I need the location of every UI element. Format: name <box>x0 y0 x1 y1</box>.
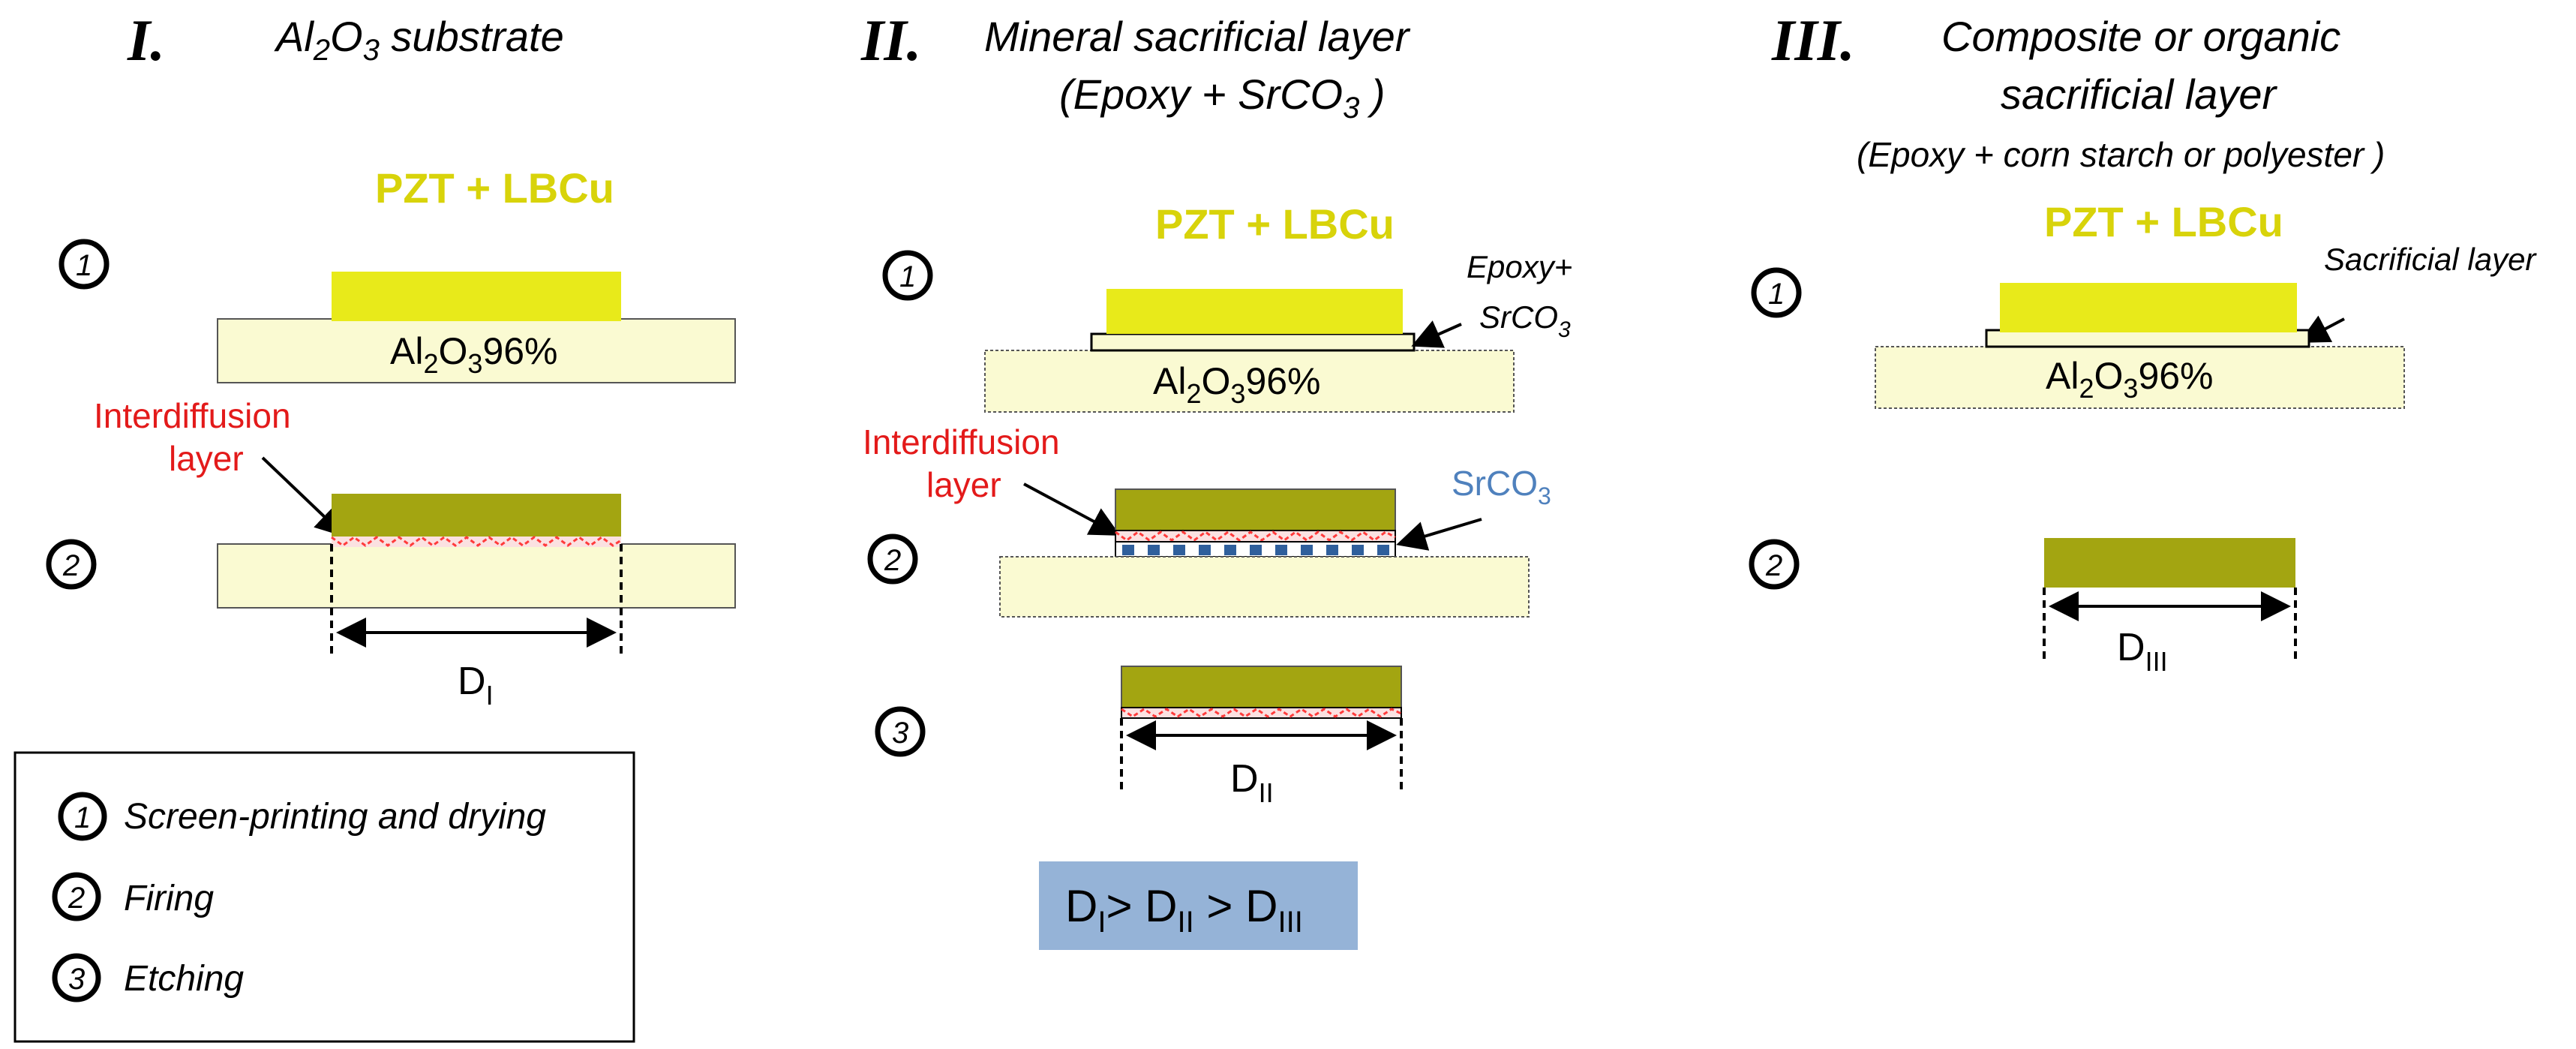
legend-step-1: 1 Screen-printing and drying <box>58 792 546 841</box>
step-3-marker-c2: 3 <box>875 706 926 757</box>
svg-text:Etching: Etching <box>124 959 244 999</box>
column-1-substrate-1 <box>217 318 736 383</box>
column-1-pzt-fired <box>332 494 621 537</box>
column-2-epoxy-label-2: SrCO3 <box>1479 299 1571 342</box>
step-1-marker-c1: 1 <box>59 239 110 290</box>
column-2-srco3-arrow <box>1396 518 1482 551</box>
step-2-marker-c2: 2 <box>867 534 918 585</box>
column-3-sacrificial-layer-1 <box>1985 329 2310 348</box>
svg-text:1: 1 <box>899 260 916 293</box>
column-2-title-line-2: (Epoxy + SrCO3 ) <box>1059 71 1386 125</box>
column-1-pzt-dried <box>332 272 621 321</box>
legend-step-2: 2 Firing <box>52 872 214 921</box>
column-1-interdiffusion-label-2: layer <box>169 439 244 478</box>
svg-text:1: 1 <box>1768 278 1785 311</box>
column-3-pzt-label: PZT + LBCu <box>2044 198 2283 245</box>
column-2-title-line-1: Mineral sacrificial layer <box>984 13 1411 60</box>
column-3-dimension-label: DIII <box>2117 626 2168 677</box>
column-2-pzt-fired <box>1115 488 1396 531</box>
svg-text:2: 2 <box>1765 549 1782 582</box>
column-1-interdiffusion-arrow <box>261 456 346 537</box>
svg-text:3: 3 <box>892 717 908 750</box>
column-2-sacrificial-layer-1 <box>1090 332 1416 352</box>
column-3-substrate-label-1: Al2O396% <box>2046 355 2214 404</box>
column-2-dimension-label: DII <box>1230 757 1274 808</box>
step-2-marker-c1: 2 <box>46 539 97 590</box>
svg-text:Firing: Firing <box>124 879 214 918</box>
svg-text:2: 2 <box>884 544 901 577</box>
column-3-pzt-dried <box>2000 283 2297 332</box>
column-1-dimension-label: DI <box>458 660 494 711</box>
column-2-interdiffusion-label-2: layer <box>926 465 1001 504</box>
column-2-substrate-label-1: Al2O396% <box>1153 360 1321 409</box>
column-1-substrate-2 <box>217 543 736 609</box>
column-3-title-line-2: sacrificial layer <box>2001 71 2278 118</box>
column-3-substrate-1 <box>1875 346 2405 409</box>
column-1-substrate-label-1: Al2O396% <box>390 330 558 379</box>
column-2-roman: II. <box>860 8 921 73</box>
column-1-interdiffusion-label-1: Interdiffusion <box>94 396 291 435</box>
ratio-box <box>1039 861 1358 950</box>
column-2-epoxy-label-1: Epoxy+ <box>1467 249 1572 284</box>
column-2-srco3-particles <box>1122 545 1389 555</box>
step-1-marker-c3: 1 <box>1751 267 1802 318</box>
column-2-interdiffusion-arrow <box>1023 482 1121 536</box>
column-3-title-line-1: Composite or organic <box>1941 13 2340 60</box>
legend-box <box>14 751 635 1043</box>
column-1-title: Al2O3 substrate <box>274 13 564 67</box>
column-3-sacrificial-label: Sacrificial layer <box>2324 242 2537 277</box>
column-2-interdiffusion-zigzag-3 <box>1121 708 1402 718</box>
column-2-pzt-dried <box>1106 289 1403 334</box>
column-3-subtitle: (Epoxy + corn starch or polyester ) <box>1857 135 2385 174</box>
column-2-interdiffusion-zigzag <box>1115 531 1396 542</box>
svg-text:Screen-printing and drying: Screen-printing and drying <box>124 797 546 837</box>
svg-text:3: 3 <box>68 963 85 996</box>
column-3-pzt-fired <box>2044 538 2295 588</box>
column-2-substrate-2 <box>999 556 1530 618</box>
column-2-pzt-label: PZT + LBCu <box>1155 200 1395 248</box>
legend-step-3: 3 Etching <box>52 953 244 1002</box>
column-1-interdiffusion-zigzag <box>331 536 622 547</box>
ratio-text: DI> DII > DIII <box>1065 881 1303 939</box>
step-1-marker-c2: 1 <box>882 250 933 301</box>
svg-text:2: 2 <box>62 549 80 582</box>
step-2-marker-c3: 2 <box>1749 539 1800 590</box>
column-2-epoxy-arrow <box>1411 320 1462 348</box>
column-2-interdiffusion-label-1: Interdiffusion <box>863 422 1060 461</box>
column-3-roman: III. <box>1771 8 1855 73</box>
column-1-roman: I. <box>127 8 165 73</box>
column-2-substrate-1 <box>984 350 1515 413</box>
column-1-interdiffusion-layer <box>332 537 621 547</box>
column-2-pzt-etched <box>1121 666 1402 708</box>
svg-text:2: 2 <box>68 882 85 915</box>
column-1-pzt-label: PZT + LBCu <box>375 164 614 212</box>
svg-text:1: 1 <box>76 249 92 282</box>
svg-text:1: 1 <box>74 801 91 834</box>
column-2-srco3-label: SrCO3 <box>1452 464 1551 509</box>
